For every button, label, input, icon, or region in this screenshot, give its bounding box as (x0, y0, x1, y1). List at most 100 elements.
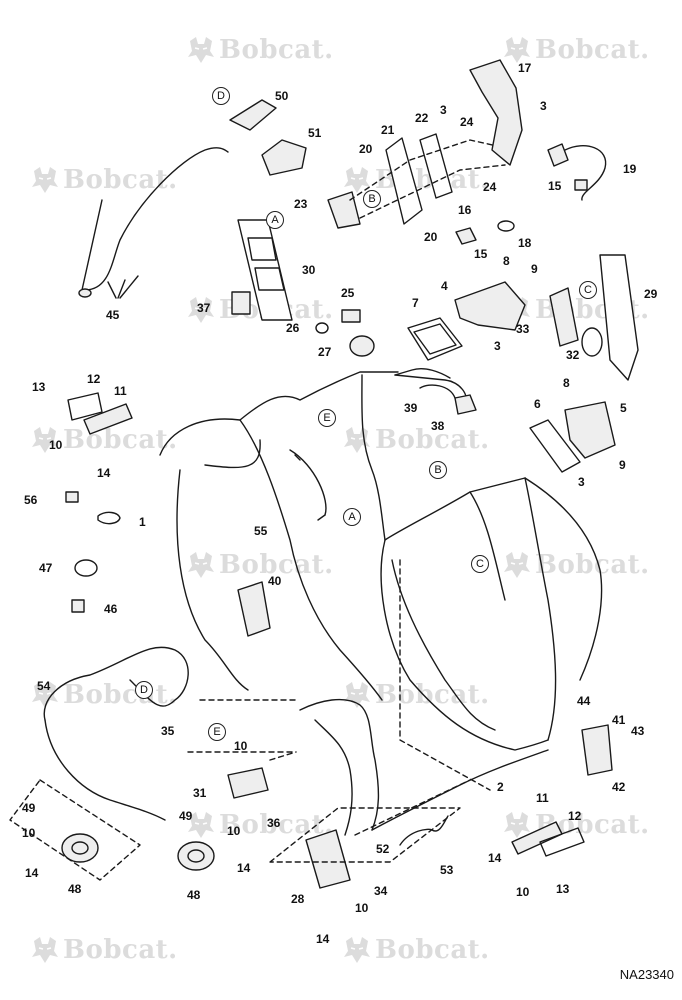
callout-8: 8 (503, 254, 510, 268)
callout-14: 14 (25, 866, 39, 880)
callout-8: 8 (563, 376, 570, 390)
callout-10: 10 (355, 901, 369, 915)
callout-55: 55 (254, 524, 268, 538)
part-11-upper (83, 403, 133, 435)
callout-12: 12 (87, 372, 101, 386)
ref-letter-e: E (208, 723, 226, 741)
main-harness-55 (159, 371, 399, 456)
callout-44: 44 (577, 694, 591, 708)
part-38 (454, 394, 477, 415)
callout-41: 41 (612, 713, 626, 727)
part-39 (419, 384, 456, 399)
part-16 (455, 227, 477, 245)
part-30 (237, 219, 293, 321)
ref-letter-a: A (343, 508, 361, 526)
part-33 (549, 287, 579, 347)
ref-letter-b: B (363, 190, 381, 208)
callout-14: 14 (488, 851, 502, 865)
callout-13: 13 (32, 380, 46, 394)
callout-42: 42 (612, 780, 626, 794)
part-37 (231, 291, 251, 315)
callout-6: 6 (534, 397, 541, 411)
ref-letter-d: D (135, 681, 153, 699)
part-48-right (177, 841, 215, 871)
callout-25: 25 (341, 286, 355, 300)
part-19 (564, 145, 607, 201)
callout-48: 48 (187, 888, 201, 902)
part-29 (599, 254, 639, 381)
ref-letter-b: B (429, 461, 447, 479)
part-6 (529, 419, 581, 473)
part-25 (341, 309, 361, 323)
callout-37: 37 (197, 301, 211, 315)
callout-52: 52 (376, 842, 390, 856)
callout-13: 13 (556, 882, 570, 896)
part-4 (454, 281, 526, 331)
callout-11: 11 (114, 384, 127, 398)
callout-53: 53 (440, 863, 454, 877)
callout-10: 10 (234, 739, 248, 753)
callout-54: 54 (37, 679, 51, 693)
callout-27: 27 (318, 345, 332, 359)
ref-letter-a: A (266, 211, 284, 229)
callout-14: 14 (237, 861, 251, 875)
callout-19: 19 (623, 162, 637, 176)
callout-51: 51 (308, 126, 322, 140)
callout-24: 24 (483, 180, 497, 194)
callout-48: 48 (68, 882, 82, 896)
part-52 (399, 815, 449, 846)
callout-46: 46 (104, 602, 118, 616)
callout-12: 12 (568, 809, 582, 823)
callout-49: 49 (22, 801, 36, 815)
callout-56: 56 (24, 493, 38, 507)
part-12-upper (67, 392, 103, 421)
callout-39: 39 (404, 401, 418, 415)
antenna-45 (81, 199, 103, 291)
callout-50: 50 (275, 89, 289, 103)
part-18 (497, 220, 515, 232)
callout-10: 10 (22, 826, 36, 840)
callout-3: 3 (540, 99, 547, 113)
part-22 (419, 133, 453, 199)
callout-7: 7 (412, 296, 419, 310)
callout-16: 16 (458, 203, 472, 217)
callout-20: 20 (424, 230, 438, 244)
callout-20: 20 (359, 142, 373, 156)
part-27 (349, 335, 375, 357)
callout-17: 17 (518, 61, 532, 75)
harness-2 (299, 698, 380, 831)
callout-26: 26 (286, 321, 300, 335)
callout-28: 28 (291, 892, 305, 906)
main-harness-55-branch (176, 469, 249, 691)
callout-31: 31 (193, 786, 207, 800)
callout-22: 22 (415, 111, 429, 125)
part-12-lower (539, 827, 585, 857)
callout-23: 23 (294, 197, 308, 211)
callout-2: 2 (497, 780, 504, 794)
part-40 (237, 581, 271, 637)
cable-54 (43, 646, 189, 721)
part-21 (385, 137, 423, 225)
part-17 (469, 59, 523, 166)
ref-letter-e: E (318, 409, 336, 427)
part-50 (229, 99, 277, 131)
callout-4: 4 (441, 279, 448, 293)
callout-49: 49 (179, 809, 193, 823)
part-51 (261, 139, 307, 176)
ref-letter-d: D (212, 87, 230, 105)
part-26 (315, 322, 329, 334)
ref-letter-c: C (471, 555, 489, 573)
callout-45: 45 (106, 308, 120, 322)
part-28 (305, 829, 351, 889)
callout-3: 3 (578, 475, 585, 489)
callout-47: 47 (39, 561, 53, 575)
part-1 (97, 511, 121, 525)
part-56 (65, 491, 79, 503)
callout-32: 32 (566, 348, 580, 362)
callout-35: 35 (161, 724, 175, 738)
callout-11: 11 (536, 791, 549, 805)
callout-30: 30 (302, 263, 316, 277)
callout-10: 10 (49, 438, 63, 452)
